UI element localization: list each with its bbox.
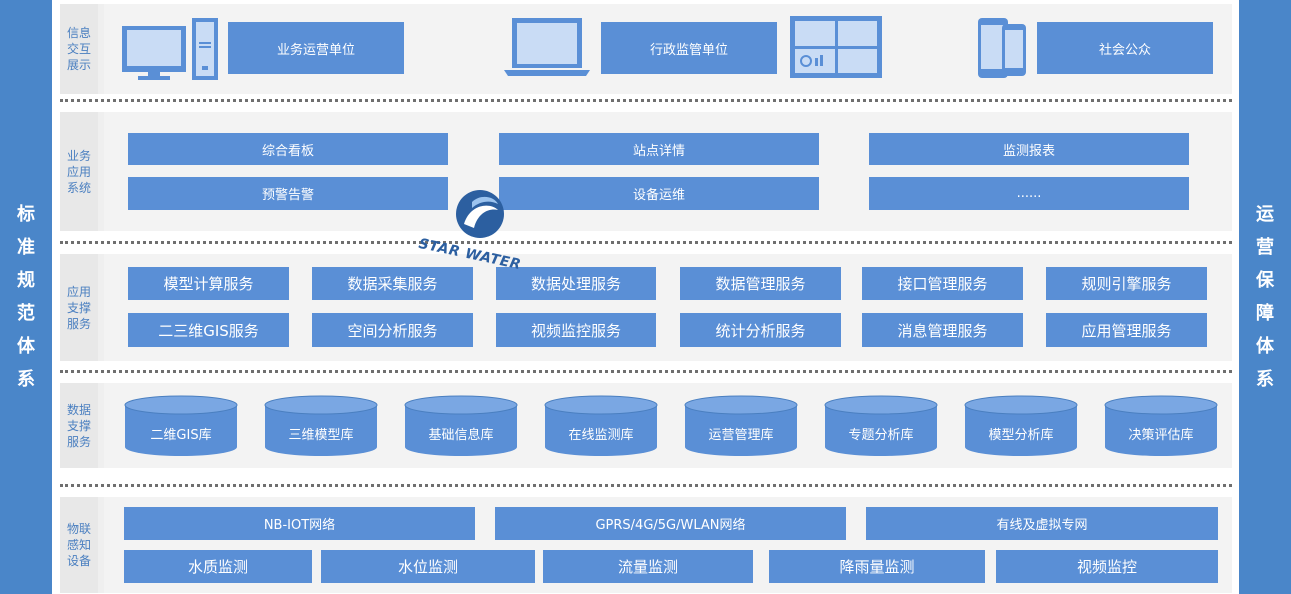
- side-bar-char: 体: [1256, 336, 1274, 357]
- layer-label: 信息交互展示: [60, 4, 98, 94]
- desktop-computer-icon: [122, 18, 218, 80]
- display-box-business-operator: 业务运营单位: [228, 22, 404, 74]
- business-box: ......: [869, 177, 1189, 210]
- side-bar-char: 范: [17, 303, 35, 324]
- side-bar-char: 标: [17, 204, 35, 225]
- database-cylinder: 二维GIS库: [124, 395, 238, 457]
- layer-label-text: 业务应用系统: [66, 148, 91, 195]
- service-box: 统计分析服务: [680, 313, 841, 347]
- database-cylinder: 模型分析库: [964, 395, 1078, 457]
- side-bar-char: 保: [1256, 270, 1274, 291]
- device-box: 流量监测: [543, 550, 753, 583]
- laptop-icon: [504, 18, 590, 76]
- side-bar-char: 运: [1256, 204, 1274, 225]
- database-label: 基础信息库: [428, 427, 494, 443]
- database-cylinder-icon: [1104, 395, 1218, 456]
- layer-label: 应用支撑服务: [60, 254, 98, 361]
- side-bar-char: 规: [17, 270, 35, 291]
- device-box: 水质监测: [124, 550, 312, 583]
- layer-divider: [60, 241, 1232, 244]
- service-box: 模型计算服务: [128, 267, 289, 300]
- layer-body: NB-IOT网络 GPRS/4G/5G/WLAN网络 有线及虚拟专网 水质监测 …: [104, 497, 1232, 593]
- side-bar-char: 营: [1256, 237, 1274, 258]
- layer-label-text: 应用支撑服务: [66, 284, 91, 331]
- water-drop-logo-icon: [456, 190, 504, 238]
- database-label: 模型分析库: [988, 427, 1054, 443]
- network-box: GPRS/4G/5G/WLAN网络: [495, 507, 846, 540]
- service-box: 数据处理服务: [496, 267, 656, 300]
- device-box: 水位监测: [321, 550, 535, 583]
- database-cylinder: 决策评估库: [1104, 395, 1218, 457]
- layer-data-support: 数据支撑服务 二维GIS库 三维模型库 基础信息库 在线监测库 运营管理库 专题分析库 模型…: [60, 383, 1232, 468]
- database-cylinder: 专题分析库: [824, 395, 938, 457]
- database-cylinder-icon: [404, 395, 518, 456]
- display-box-regulator: 行政监管单位: [601, 22, 777, 74]
- layer-label-text: 物联感知设备: [66, 522, 91, 568]
- database-cylinder-icon: [824, 395, 938, 456]
- database-cylinder-icon: [544, 395, 658, 456]
- service-box: 应用管理服务: [1046, 313, 1207, 347]
- layer-body: 综合看板 站点详情 监测报表 预警告警 设备运维 ......: [104, 112, 1232, 231]
- layer-app-support: 应用支撑服务 模型计算服务 数据采集服务 数据处理服务 数据管理服务 接口管理服…: [60, 254, 1232, 361]
- service-box: 二三维GIS服务: [128, 313, 289, 347]
- business-box: 预警告警: [128, 177, 448, 210]
- service-box: 规则引擎服务: [1046, 267, 1207, 300]
- business-box: 站点详情: [499, 133, 819, 165]
- network-box: 有线及虚拟专网: [866, 507, 1218, 540]
- database-cylinder: 在线监测库: [544, 395, 658, 457]
- layer-label-text: 数据支撑服务: [66, 402, 91, 449]
- layer-label-text: 信息交互展示: [66, 26, 91, 72]
- layer-display: 信息交互展示 业务运营单位 行政监管单位: [60, 4, 1232, 94]
- display-box-public: 社会公众: [1037, 22, 1213, 74]
- business-box: 综合看板: [128, 133, 448, 165]
- side-bar-char: 系: [1256, 369, 1274, 390]
- database-label: 二维GIS库: [150, 427, 212, 443]
- layer-label: 物联感知设备: [60, 497, 98, 593]
- side-bar-char: 体: [17, 336, 35, 357]
- mobile-phone-icon: [978, 18, 1026, 78]
- side-bar-char: 准: [17, 237, 35, 258]
- database-label: 运营管理库: [708, 427, 774, 443]
- device-box: 降雨量监测: [769, 550, 985, 583]
- layer-divider: [60, 370, 1232, 373]
- database-cylinder-icon: [964, 395, 1078, 456]
- layer-divider: [60, 99, 1232, 102]
- database-cylinder-icon: [684, 395, 798, 456]
- service-box: 视频监控服务: [496, 313, 656, 347]
- business-box: 设备运维: [499, 177, 819, 210]
- layer-business-apps: 业务应用系统 综合看板 站点详情 监测报表 预警告警 设备运维 ......: [60, 112, 1232, 231]
- database-label: 三维模型库: [288, 427, 354, 443]
- service-box: 数据采集服务: [312, 267, 473, 300]
- database-label: 专题分析库: [848, 427, 914, 443]
- database-cylinder-icon: [264, 395, 378, 456]
- database-cylinder: 运营管理库: [684, 395, 798, 457]
- network-box: NB-IOT网络: [124, 507, 475, 540]
- layer-body: 二维GIS库 三维模型库 基础信息库 在线监测库 运营管理库 专题分析库 模型分析库 决策评估…: [104, 383, 1232, 468]
- service-box: 数据管理服务: [680, 267, 841, 300]
- layer-body: 业务运营单位 行政监管单位 社会公众: [104, 4, 1232, 94]
- database-cylinder: 三维模型库: [264, 395, 378, 457]
- service-box: 接口管理服务: [862, 267, 1023, 300]
- layer-body: 模型计算服务 数据采集服务 数据处理服务 数据管理服务 接口管理服务 规则引擎服…: [104, 254, 1232, 361]
- database-label: 决策评估库: [1128, 427, 1194, 443]
- layer-iot: 物联感知设备 NB-IOT网络 GPRS/4G/5G/WLAN网络 有线及虚拟专…: [60, 497, 1232, 593]
- layer-divider: [60, 484, 1232, 487]
- database-label: 在线监测库: [568, 427, 634, 443]
- database-cylinder-icon: [124, 395, 238, 456]
- layer-label: 业务应用系统: [60, 112, 98, 231]
- side-bar-char: 障: [1256, 303, 1274, 324]
- side-bar-standards: 标 准 规 范 体 系: [0, 0, 52, 594]
- side-bar-operations: 运 营 保 障 体 系: [1239, 0, 1291, 594]
- dashboard-screen-icon: [790, 16, 882, 78]
- star-water-logo: STAR WATER: [417, 184, 530, 273]
- business-box: 监测报表: [869, 133, 1189, 165]
- side-bar-char: 系: [17, 369, 35, 390]
- device-box: 视频监控: [996, 550, 1218, 583]
- service-box: 空间分析服务: [312, 313, 473, 347]
- database-cylinder: 基础信息库: [404, 395, 518, 457]
- layer-label: 数据支撑服务: [60, 383, 98, 468]
- service-box: 消息管理服务: [862, 313, 1023, 347]
